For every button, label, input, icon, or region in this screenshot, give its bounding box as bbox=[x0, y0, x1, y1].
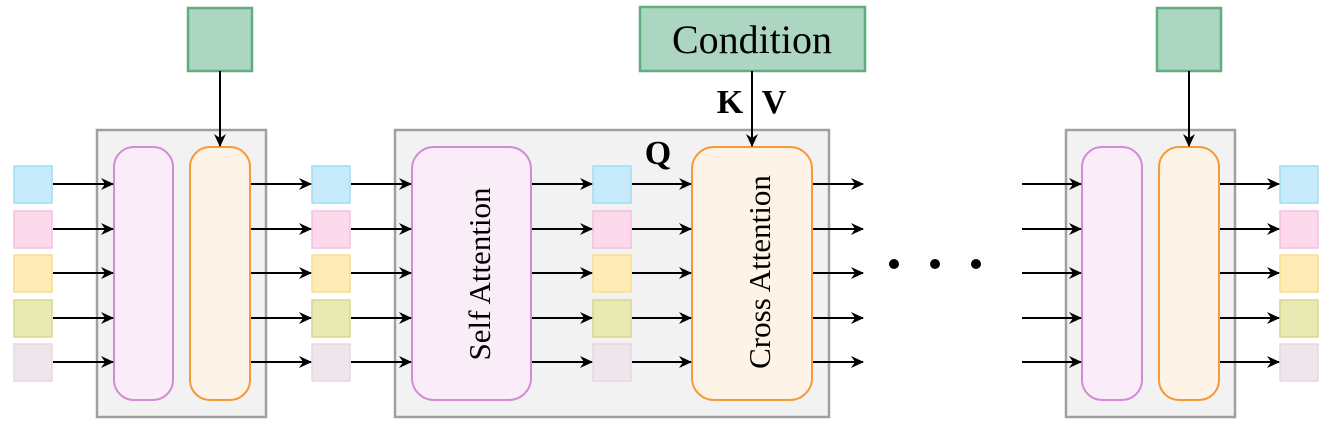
between-blocks-token-olive bbox=[311, 299, 351, 338]
input-token-yellow bbox=[13, 254, 53, 293]
block-last-condition bbox=[1155, 6, 1223, 73]
output-token-yellow bbox=[1279, 254, 1319, 293]
block-first-condition bbox=[186, 6, 254, 73]
block-last-self-attention bbox=[1081, 146, 1143, 401]
condition-label: Condition bbox=[672, 17, 832, 62]
input-token-olive bbox=[13, 299, 53, 338]
between-blocks-token-lavender bbox=[311, 343, 351, 382]
tokens-layer bbox=[13, 165, 1319, 382]
between-blocks-token-yellow bbox=[311, 254, 351, 293]
self-attention-module bbox=[411, 146, 532, 401]
ellipsis-dot bbox=[971, 259, 981, 269]
condition-box bbox=[638, 5, 867, 73]
input-token-lavender bbox=[13, 343, 53, 382]
inner-token-yellow bbox=[592, 254, 632, 293]
input-token-pink bbox=[13, 210, 53, 249]
ellipsis-dot bbox=[889, 259, 899, 269]
value-label: V bbox=[762, 84, 787, 121]
ellipsis-dot bbox=[930, 259, 940, 269]
self-attention-label: Self Attention bbox=[462, 187, 497, 361]
cross-attention-label: Cross Attention bbox=[742, 175, 777, 369]
between-blocks-token-blue bbox=[311, 165, 351, 204]
key-label: K bbox=[717, 84, 744, 121]
block-first-self-attention bbox=[113, 146, 174, 401]
inner-token-blue bbox=[592, 165, 632, 204]
block-first-cross-attention bbox=[189, 146, 251, 401]
query-label: Q bbox=[645, 135, 671, 172]
ellipsis bbox=[889, 259, 981, 269]
output-token-lavender bbox=[1279, 343, 1319, 382]
input-token-blue bbox=[13, 165, 53, 204]
inner-token-olive bbox=[592, 299, 632, 338]
output-token-pink bbox=[1279, 210, 1319, 249]
inner-token-pink bbox=[592, 210, 632, 249]
between-blocks-token-pink bbox=[311, 210, 351, 249]
output-token-blue bbox=[1279, 165, 1319, 204]
block-last-cross-attention bbox=[1158, 146, 1220, 401]
arrows-layer bbox=[53, 178, 1280, 368]
output-token-olive bbox=[1279, 299, 1319, 338]
inner-token-lavender bbox=[592, 343, 632, 382]
cross-attention-module bbox=[691, 146, 813, 401]
